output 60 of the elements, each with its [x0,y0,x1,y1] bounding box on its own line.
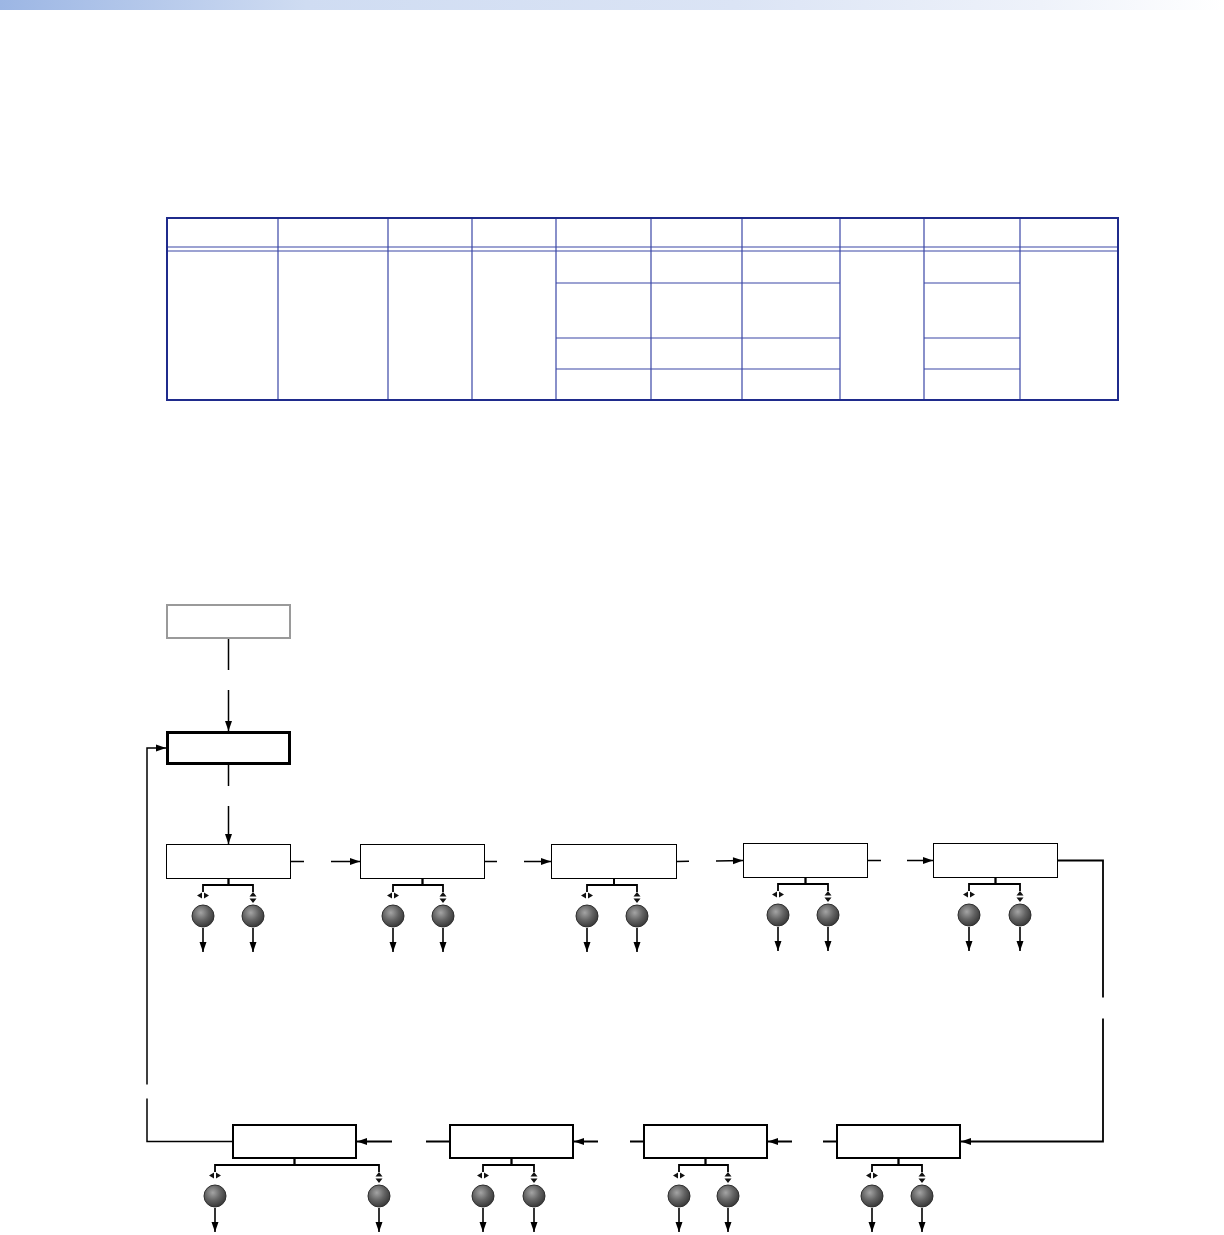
knob-icon [471,1172,495,1208]
arrow [225,638,232,732]
arrow [389,927,397,953]
knob-icon [241,892,265,928]
knob-icon [957,891,981,927]
empty-box [166,731,291,765]
arrow [774,926,782,952]
knob-icon [381,892,405,928]
knob-icon [191,892,215,928]
empty-box [449,1124,574,1159]
empty-box [743,843,868,878]
connector-line [897,1158,923,1173]
arrow [918,1207,926,1233]
connector-line [994,877,1021,892]
empty-box [551,844,677,879]
arrow [225,764,232,845]
empty-box [836,1124,961,1159]
arrow [965,926,973,952]
arrow [675,1207,683,1233]
knob-icon [910,1172,934,1208]
empty-box [643,1124,768,1159]
arrow [479,1207,487,1233]
knob-icon [522,1172,546,1208]
empty-box [360,844,485,879]
arrow [960,859,1104,1145]
knob-icon [860,1172,884,1208]
connector-line [613,878,638,893]
arrow [824,926,832,952]
arrow [249,927,257,953]
arrow [211,1207,219,1233]
arrow [530,1207,538,1233]
empty-box [166,844,291,879]
empty-box [166,604,291,639]
knob-icon [625,892,649,928]
arrow [1016,926,1024,952]
arrow [633,927,641,953]
arrow [868,1207,876,1233]
arrow [583,927,591,953]
empty-box [232,1124,357,1159]
knob-icon [716,1172,740,1208]
arrow [146,744,233,1143]
knob-icon [203,1172,227,1208]
arrow [439,927,447,953]
arrow [724,1207,732,1233]
knob-icon [367,1172,391,1208]
knob-icon [667,1172,691,1208]
arrow [375,1207,383,1233]
knob-icon [766,891,790,927]
empty-box [933,843,1058,878]
arrow [199,927,207,953]
connector-line [804,877,829,892]
connector-line [421,878,444,893]
connector-line [510,1158,535,1173]
knob-icon [575,892,599,928]
knob-icon [1008,891,1032,927]
connector-line [293,1158,380,1173]
knob-icon [816,891,840,927]
knob-icon [431,892,455,928]
connector-line [227,878,254,893]
connector-line [704,1158,729,1173]
